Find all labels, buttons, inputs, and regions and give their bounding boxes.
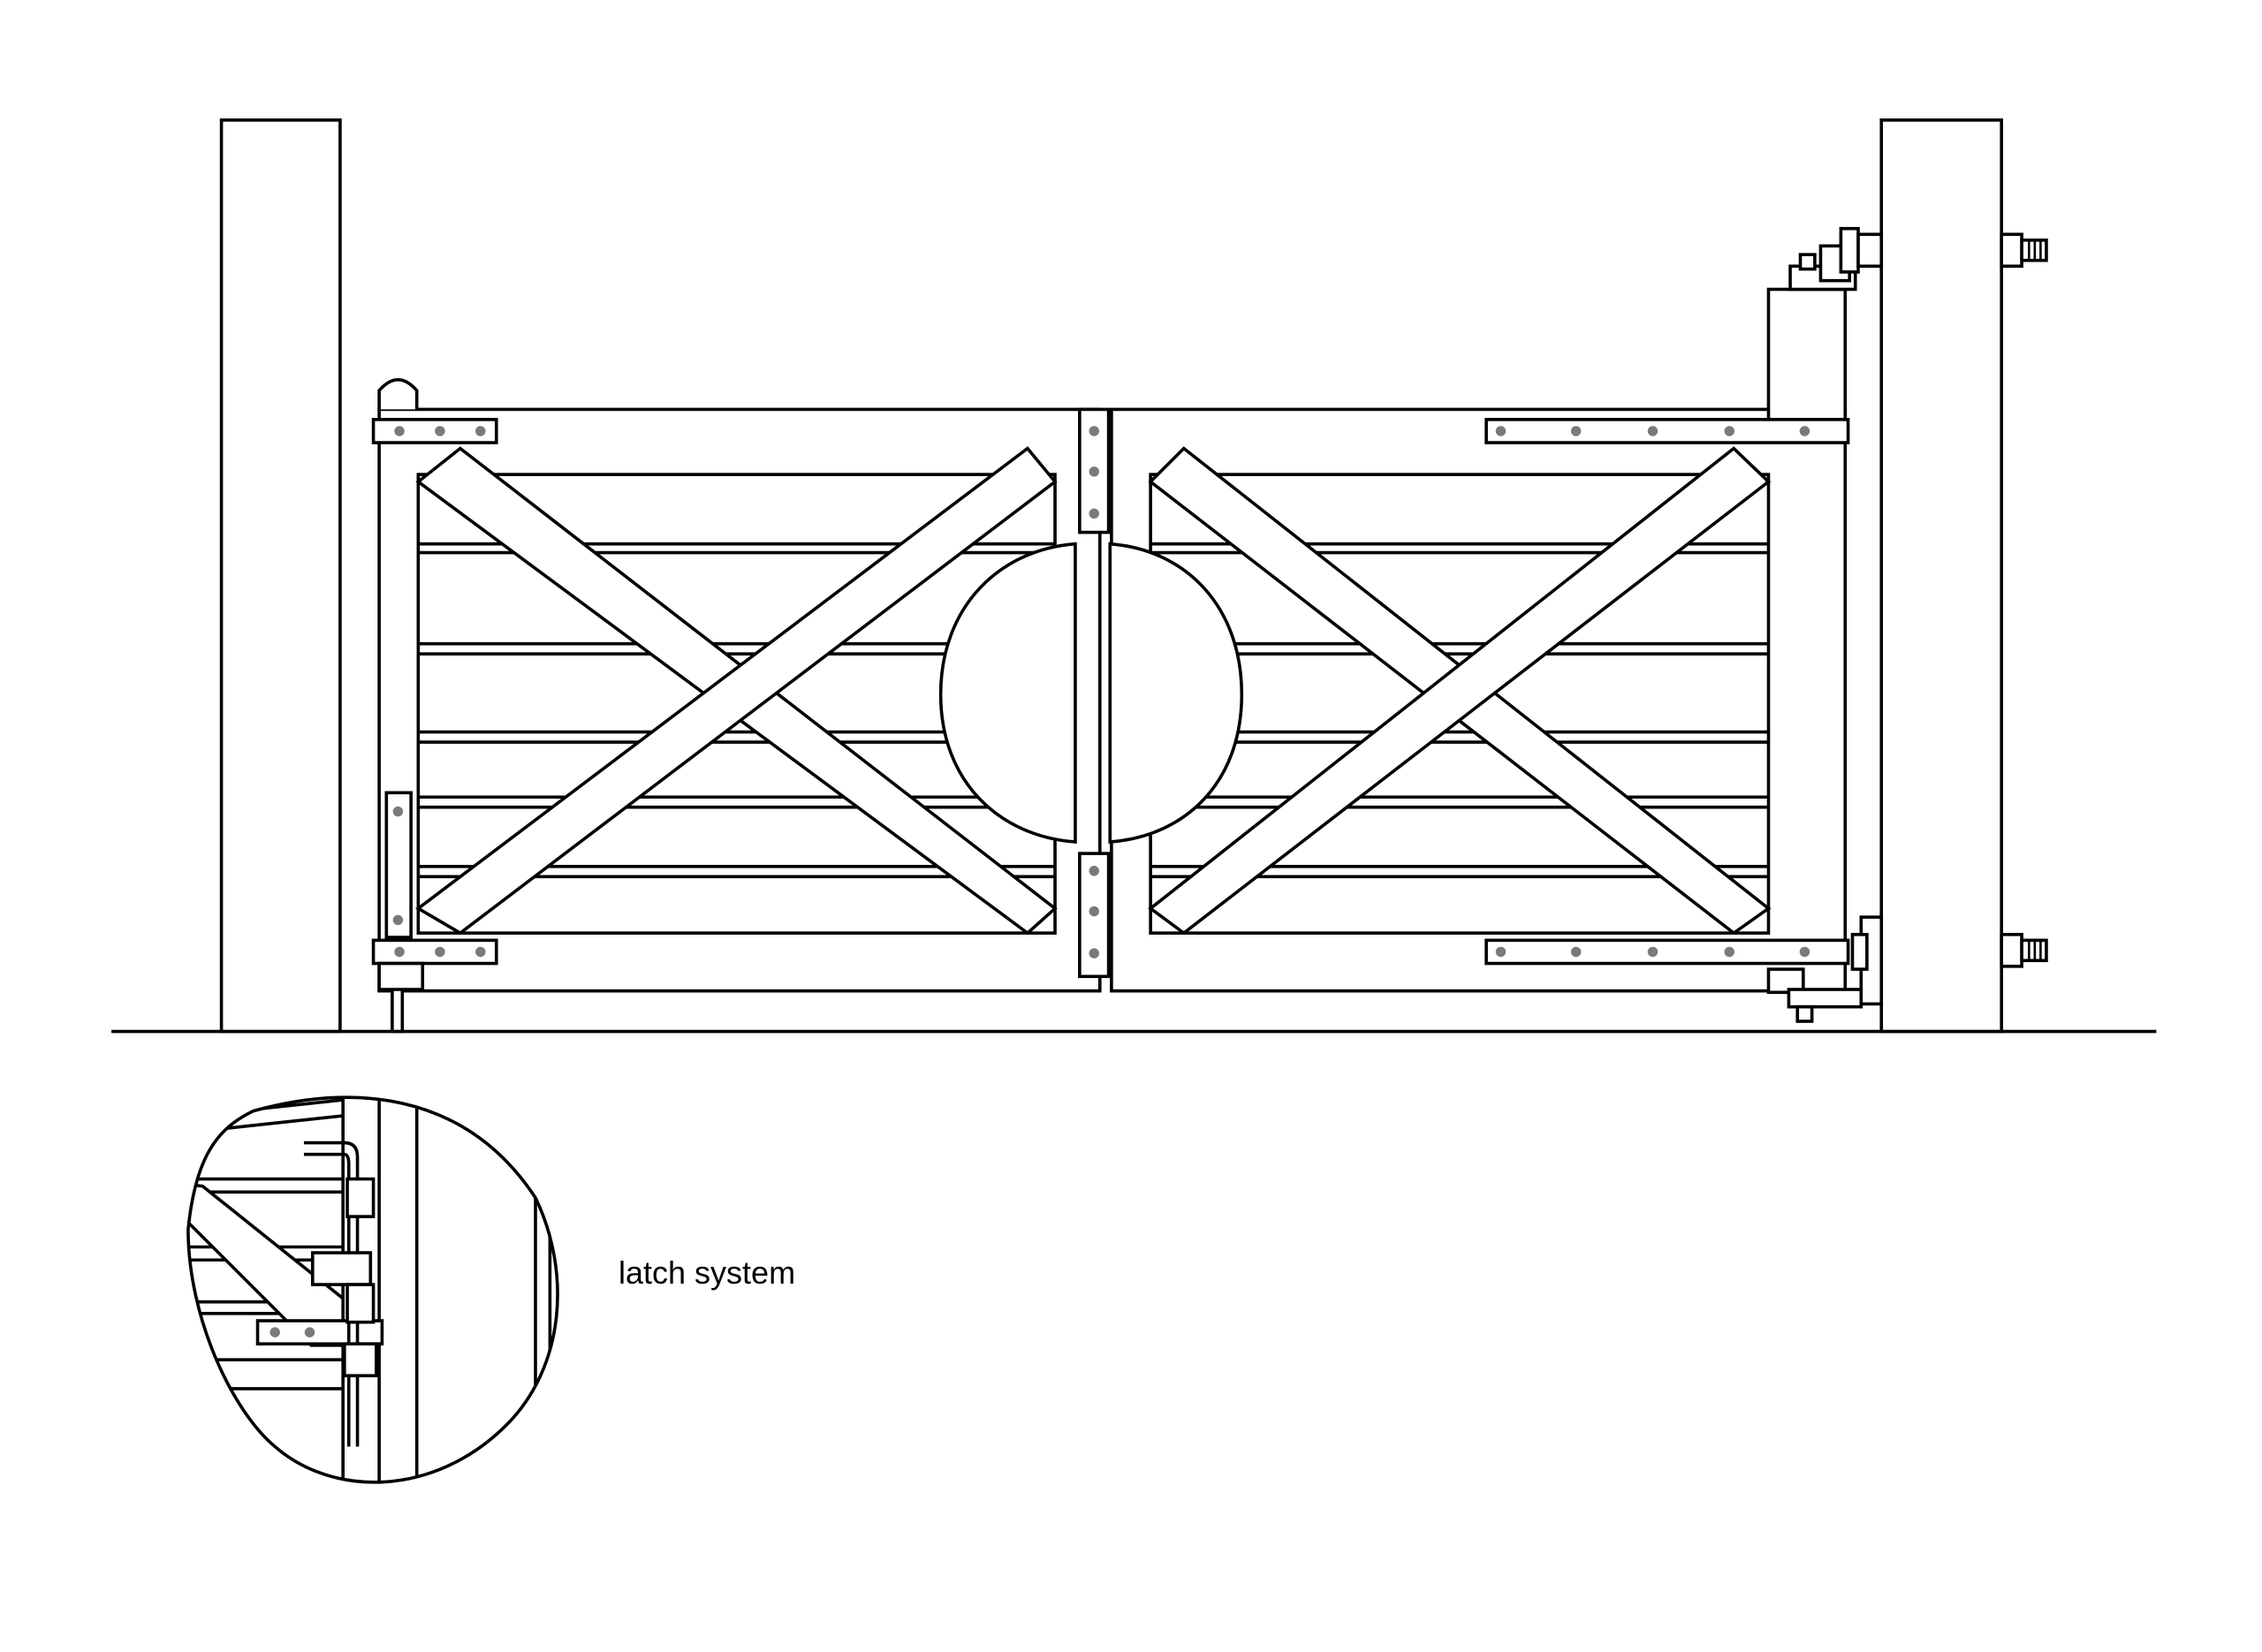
left-post <box>219 118 342 1034</box>
bottom-hinge <box>1766 915 2048 1023</box>
right-top-strap <box>1484 418 1850 444</box>
latch-system-label: latch system <box>619 1254 796 1291</box>
left-stile-cap <box>377 378 419 410</box>
latch-detail-callout <box>186 1095 559 1484</box>
drop-bolt-plate <box>377 961 425 991</box>
right-bottom-strap <box>1484 938 1850 966</box>
left-cross-brace-back <box>415 446 1058 936</box>
right-cross-brace-back <box>1148 446 1772 936</box>
top-hinge <box>1788 226 2048 292</box>
center-circle <box>938 542 1244 844</box>
hanging-stile-top <box>1766 287 1848 421</box>
drop-bolt-keeper <box>384 791 413 939</box>
right-post <box>1879 118 2003 1034</box>
